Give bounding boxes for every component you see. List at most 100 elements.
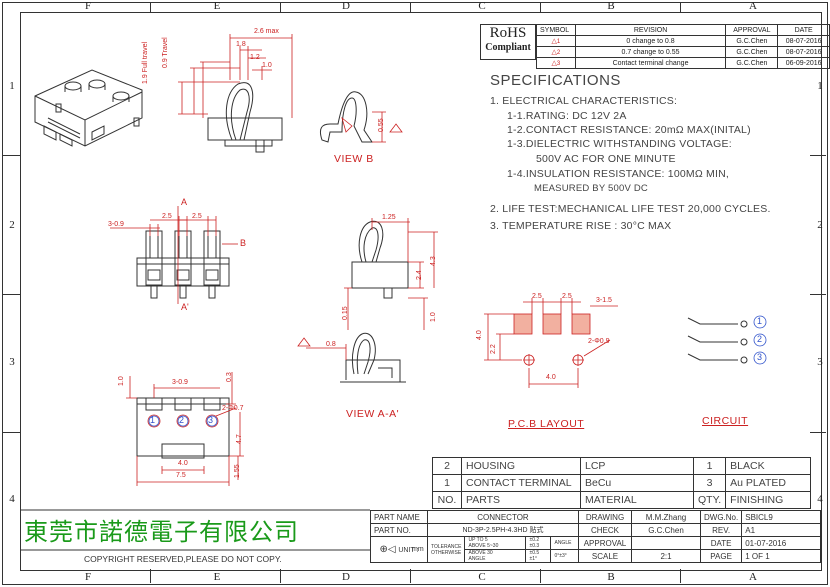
tolerance-value: ±0.5 <box>529 550 540 556</box>
rohs-badge: RoHS Compliant <box>480 24 536 60</box>
parts-header: NO. <box>432 491 462 509</box>
column-label-bottom: B <box>607 571 615 583</box>
zone-tick <box>540 569 541 583</box>
bottom-view-drawing <box>136 397 230 459</box>
revision-row: △1 0 change to 0.8 G.C.Chen 08-07-2016 <box>536 35 830 47</box>
parts-material: LCP <box>580 457 694 475</box>
scale-value: 2:1 <box>631 549 701 563</box>
drawing-inner-frame <box>20 12 822 571</box>
parts-name: HOUSING <box>461 457 581 475</box>
revision-date: 08-07-2016 <box>777 35 830 47</box>
dimension-label: 0.8 <box>326 341 336 348</box>
view-aa-drawing <box>340 332 406 383</box>
tolerance-ranges: ABOVE 30 ANGLE <box>464 549 527 563</box>
parts-header: PARTS <box>461 491 581 509</box>
title-block-row: ⊕◁ UNIT : TOLERANCE OTHERWISE UP TO 5 AB… <box>370 536 822 563</box>
row-label-right: 4 <box>817 493 823 505</box>
spec-line: 500V AC FOR ONE MINUTE <box>536 153 676 165</box>
dimension-label: 1.0 <box>118 376 125 386</box>
column-label-top: A <box>749 0 757 12</box>
column-label-top: D <box>342 0 350 12</box>
spec-line: 1-1.RATING: DC 12V 2A <box>507 110 627 122</box>
parts-header-row: NO. PARTS MATERIAL QTY. FINISHING <box>432 491 812 509</box>
revision-row: △3 Contact terminal change G.C.Chen 06-0… <box>536 57 830 69</box>
revision-symbol: 1 <box>556 39 561 45</box>
column-label-top: B <box>607 0 615 12</box>
dimension-label: 4.0 <box>476 330 483 340</box>
column-label-bottom: E <box>213 571 221 583</box>
revision-date: 06-09-2016 <box>777 57 830 69</box>
rev-value: A1 <box>741 523 822 537</box>
spec-line: 1. ELECTRICAL CHARACTERISTICS: <box>490 95 678 107</box>
date-value: 01-07-2016 <box>741 536 822 550</box>
title-block: PART NAME CONNECTOR DRAWING M.M.Zhang DW… <box>370 510 822 563</box>
parts-header: QTY. <box>692 491 727 509</box>
side-dimension-lines <box>344 218 438 330</box>
section-marker-a: A <box>181 197 188 207</box>
revision-approval: G.C.Chen <box>725 57 779 69</box>
unit-label: UNIT : <box>398 547 419 554</box>
revision-table: SYMBOL REVISION APPROVAL DATE △1 0 chang… <box>536 24 830 69</box>
dimension-label: 3-0.9 <box>108 221 124 228</box>
drawing-label: DRAWING <box>578 510 632 524</box>
dimension-label: 4.3 <box>430 256 437 266</box>
column-label-top: E <box>213 0 221 12</box>
angle-label: ANGLE <box>550 536 579 550</box>
dimension-label: 1.2 <box>250 54 260 61</box>
zone-tick <box>150 2 151 12</box>
circuit-label: CIRCUIT <box>702 415 749 427</box>
dimension-label: 4.0 <box>546 374 556 381</box>
circuit-drawing <box>687 317 748 364</box>
column-label-bottom: D <box>342 571 350 583</box>
dimension-label: 0.55 <box>378 118 385 132</box>
dimension-label: 2.5 <box>562 293 572 300</box>
isometric-connector-drawing <box>34 69 143 147</box>
revision-symbol: 2 <box>556 50 561 56</box>
part-no-label: PART NO. <box>370 523 428 537</box>
row-label-right: 2 <box>817 219 823 231</box>
view-b-label: VIEW B <box>334 153 374 165</box>
zone-tick <box>280 2 281 12</box>
view-b-drawing <box>319 91 373 143</box>
dimension-label: 2.6 max <box>254 28 279 35</box>
specifications-title: SPECIFICATIONS <box>490 72 621 89</box>
tolerance-range: ABOVE 5~30 <box>468 543 499 549</box>
zone-tick <box>810 294 826 295</box>
title-block-row: PART NAME CONNECTOR DRAWING M.M.Zhang DW… <box>370 510 822 524</box>
circuit-node-circles <box>753 315 767 365</box>
parts-header: MATERIAL <box>580 491 694 509</box>
circuit-node-number: 3 <box>757 352 763 362</box>
zone-tick <box>150 569 151 583</box>
part-name-value: CONNECTOR <box>427 510 579 524</box>
circuit-node-number: 2 <box>757 334 763 344</box>
dimension-label: 1.0 <box>430 312 437 322</box>
dimension-label: 1.55 <box>234 464 241 478</box>
parts-qty: 1 <box>692 457 727 475</box>
dimension-label: 7.5 <box>176 472 186 479</box>
dimension-label: 2-Φ0.9 <box>588 338 610 345</box>
parts-header: FINISHING <box>725 491 812 509</box>
rev-label: REV. <box>699 523 743 537</box>
page-value: 1 OF 1 <box>741 549 822 563</box>
bottom-node-circles <box>148 415 218 427</box>
parts-row: 1 CONTACT TERMINAL BeCu 3 Au PLATED <box>432 474 812 492</box>
zone-tick <box>280 569 281 583</box>
front-dimension-lines <box>110 206 238 304</box>
side-view-top-drawing <box>207 82 283 153</box>
copyright-notice: COPYRIGHT RESERVED,PLEASE DO NOT COPY. <box>84 554 282 564</box>
top-dimension-lines <box>178 34 293 118</box>
parts-name: CONTACT TERMINAL <box>461 474 581 492</box>
zone-tick <box>810 155 826 156</box>
tolerance-range: ABOVE 30 <box>468 550 493 556</box>
drawing-by: M.M.Zhang <box>631 510 701 524</box>
dimension-label: 1.8 <box>236 41 246 48</box>
angle-value: 0°±3° <box>550 549 579 563</box>
part-no-value: ND-3P-2.5PH-4.3HD 贴式 <box>427 523 579 537</box>
dimension-label: 0.3 <box>226 372 233 382</box>
company-name: 東莞市諾德電子有限公司 <box>24 518 299 546</box>
tolerance-values: ±0.5 ±1° <box>525 549 552 563</box>
dimension-label: 2-Φ0.7 <box>222 405 244 412</box>
row-label-right: 3 <box>817 356 823 368</box>
dwg-no-label: DWG.No. <box>699 510 743 524</box>
pcb-layout-drawing <box>484 298 618 388</box>
